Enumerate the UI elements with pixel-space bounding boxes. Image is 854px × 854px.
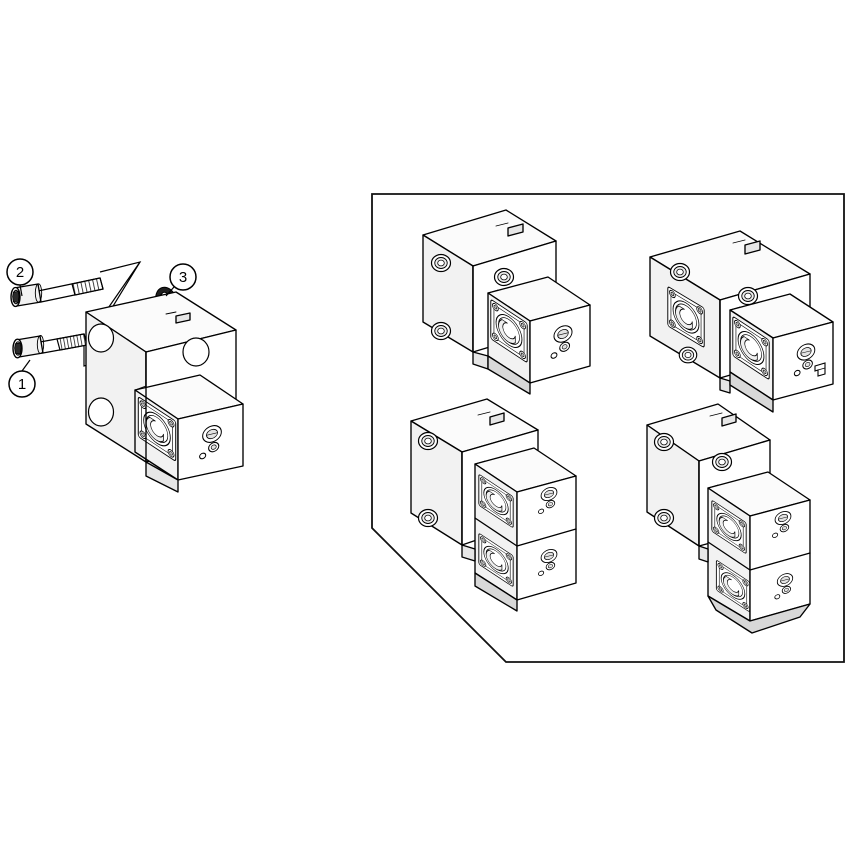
coupling-block-main <box>85 291 244 493</box>
plate-thru-hole-rear <box>182 337 210 367</box>
callout-3-label: 3 <box>179 269 187 286</box>
variant-dual-port-stacked-offset <box>646 403 811 634</box>
callout-1-label: 1 <box>18 376 26 393</box>
variant-single-port-right <box>422 209 591 395</box>
port-housing-skirt <box>145 461 179 493</box>
callout-1-leader <box>21 359 31 372</box>
variant-dual-port-side-by-side <box>649 230 834 413</box>
callout-2-circle[interactable] <box>6 258 34 286</box>
callout-3-circle[interactable] <box>169 263 197 291</box>
variant-dual-port-stacked <box>410 398 577 612</box>
exploded-view-group: 2 1 3 <box>6 258 244 493</box>
callout-2[interactable]: 2 <box>6 258 34 297</box>
callout-3[interactable]: 3 <box>165 263 197 297</box>
callout-2-label: 2 <box>16 264 24 281</box>
callout-2-leader <box>19 284 23 297</box>
callout-1-circle[interactable] <box>8 370 36 398</box>
plate-thru-holes <box>87 323 115 427</box>
variants-enclosure <box>371 193 845 663</box>
socket-head-screw-short <box>12 333 88 359</box>
top-locating-tab <box>175 312 191 324</box>
callouts-group: 2 1 3 <box>6 258 197 398</box>
callout-3-leader <box>165 286 175 297</box>
callout-1[interactable]: 1 <box>8 359 36 398</box>
variants-enclosure-outline <box>371 193 845 663</box>
corner-mark-icon <box>814 362 826 377</box>
